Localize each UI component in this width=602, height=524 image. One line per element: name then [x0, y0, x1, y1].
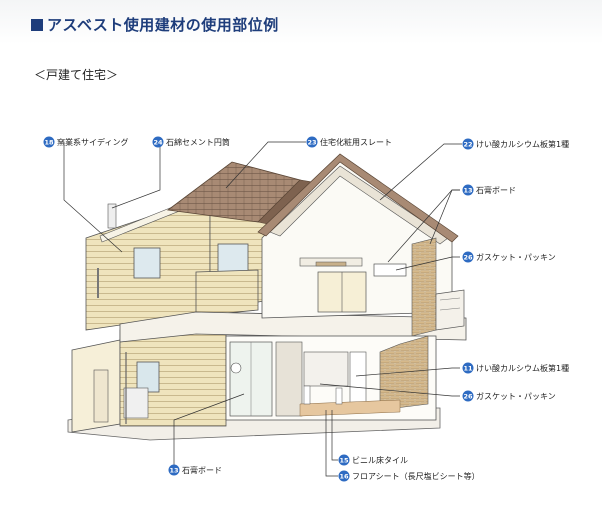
callout-number: 11 [463, 365, 473, 373]
callout-cement-pipe: 24 石綿セメント円筒 [152, 136, 230, 148]
callout-label: 石膏ボード [476, 185, 516, 195]
page-title-text: アスベスト使用建材の使用部位例 [47, 16, 279, 34]
callout-label: 石膏ボード [182, 465, 222, 475]
callout-label: ガスケット・パッキン [476, 391, 556, 401]
callout-slate: 23 住宅化粧用スレート [306, 136, 392, 148]
callout-label: 窯業系サイディング [57, 137, 128, 147]
callout-calcium-silicate-lower: 11 けい酸カルシウム板第1種 [462, 362, 569, 374]
callout-number: 23 [307, 139, 316, 147]
callout-label: けい酸カルシウム板第1種 [476, 139, 569, 149]
callout-label: ビニル床タイル [352, 455, 408, 465]
callout-number: 22 [463, 141, 472, 149]
callout-label: ガスケット・パッキン [476, 252, 556, 262]
callout-number: 13 [169, 467, 178, 475]
cutaway-house [257, 153, 465, 337]
callout-number: 26 [463, 393, 473, 401]
callout-calcium-silicate-upper: 22 けい酸カルシウム板第1種 [462, 138, 569, 150]
leader-lines [63, 141, 462, 477]
callout-label: 住宅化粧用スレート [320, 137, 392, 147]
callout-number: 13 [463, 187, 472, 195]
page-title: アスベスト使用建材の使用部位例 [31, 14, 279, 35]
callout-label: フロアシート（長尺塩ビシート等） [352, 471, 480, 481]
section-subtitle: ＜戸建て住宅＞ [34, 68, 119, 82]
callout-number: 15 [339, 457, 349, 465]
callout-gypsum-upper: 13 石膏ボード [462, 184, 516, 196]
callout-siding: 18 窯業系サイディング [43, 136, 128, 148]
callout-gypsum-lower: 13 石膏ボード [168, 464, 222, 476]
callout-label: 石綿セメント円筒 [166, 137, 230, 147]
callout-number: 18 [44, 139, 54, 147]
callout-label: けい酸カルシウム板第1種 [476, 363, 569, 373]
callout-number: 24 [153, 139, 163, 147]
callout-number: 16 [339, 473, 349, 481]
ground-floor-interior [225, 335, 437, 421]
callout-gasket-upper: 26 ガスケット・パッキン [462, 251, 556, 263]
callout-number: 26 [463, 254, 473, 262]
callout-floor-sheet: 16 フロアシート（長尺塩ビシート等） [338, 470, 480, 482]
header-band [0, 0, 602, 44]
ground-floor-wall [71, 329, 227, 433]
callout-vinyl-tile: 15 ビニル床タイル [338, 454, 408, 466]
callout-gasket-lower: 26 ガスケット・パッキン [462, 390, 556, 402]
balcony [119, 269, 467, 343]
title-square-icon [31, 19, 43, 31]
